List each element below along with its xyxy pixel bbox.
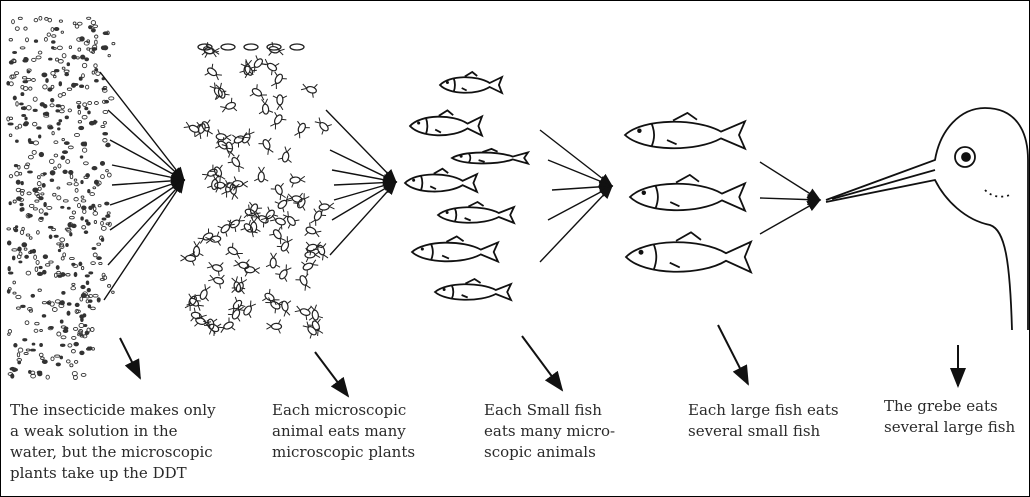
food-chain-diagram: The insecticide makes only a weak soluti…: [0, 0, 1030, 497]
figure-border: [0, 0, 1030, 497]
